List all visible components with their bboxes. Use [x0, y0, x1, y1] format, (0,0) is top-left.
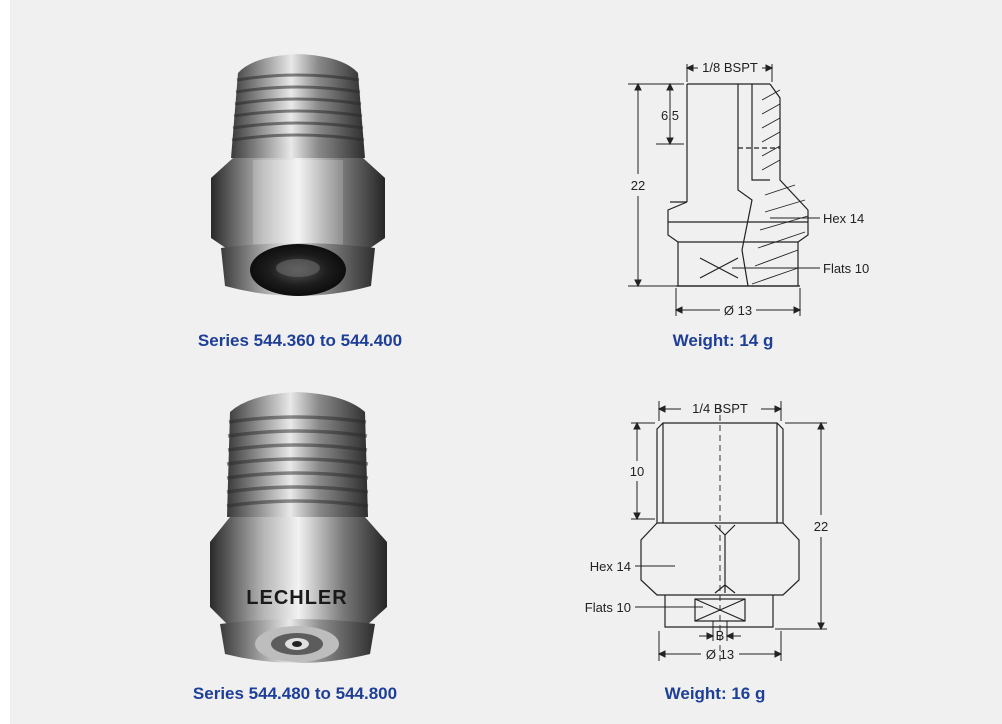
thread-dimension-1: 1/8 BSPT: [702, 60, 758, 75]
series-caption-1: Series 544.360 to 544.400: [197, 331, 403, 350]
hex-label-1: Hex 14: [823, 211, 864, 226]
flats-label-1: Flats 10: [823, 261, 869, 276]
nozzle-photo-2: LECHLER: [210, 392, 387, 663]
technical-drawing-2: 1/4 BSPT 10 22 Hex 14 Flats 10: [585, 401, 828, 665]
slot-dimension-2: B: [716, 628, 725, 643]
content-panel: LECHLER: [10, 0, 1002, 724]
series-caption-2: Series 544.480 to 544.800: [192, 684, 398, 703]
diameter-dimension-2: Ø 13: [706, 647, 734, 662]
hex-label-2: Hex 14: [590, 559, 631, 574]
thread-depth-dimension-1: 6.5: [661, 108, 679, 123]
weight-caption-1: Weight: 14 g: [672, 331, 774, 350]
weight-caption-2: Weight: 16 g: [664, 684, 766, 703]
length-dimension-1: 22: [631, 178, 645, 193]
thread-depth-dimension-2: 10: [630, 464, 644, 479]
technical-drawing-1: 1/8 BSPT 22 6.5 Hex 14 Flats 10: [628, 60, 869, 318]
flats-label-2: Flats 10: [585, 600, 631, 615]
brand-engraving: LECHLER: [246, 587, 347, 609]
thread-dimension-2: 1/4 BSPT: [692, 401, 748, 416]
nozzle-photo-1: [211, 54, 385, 296]
diameter-dimension-1: Ø 13: [724, 303, 752, 318]
length-dimension-2: 22: [814, 519, 828, 534]
